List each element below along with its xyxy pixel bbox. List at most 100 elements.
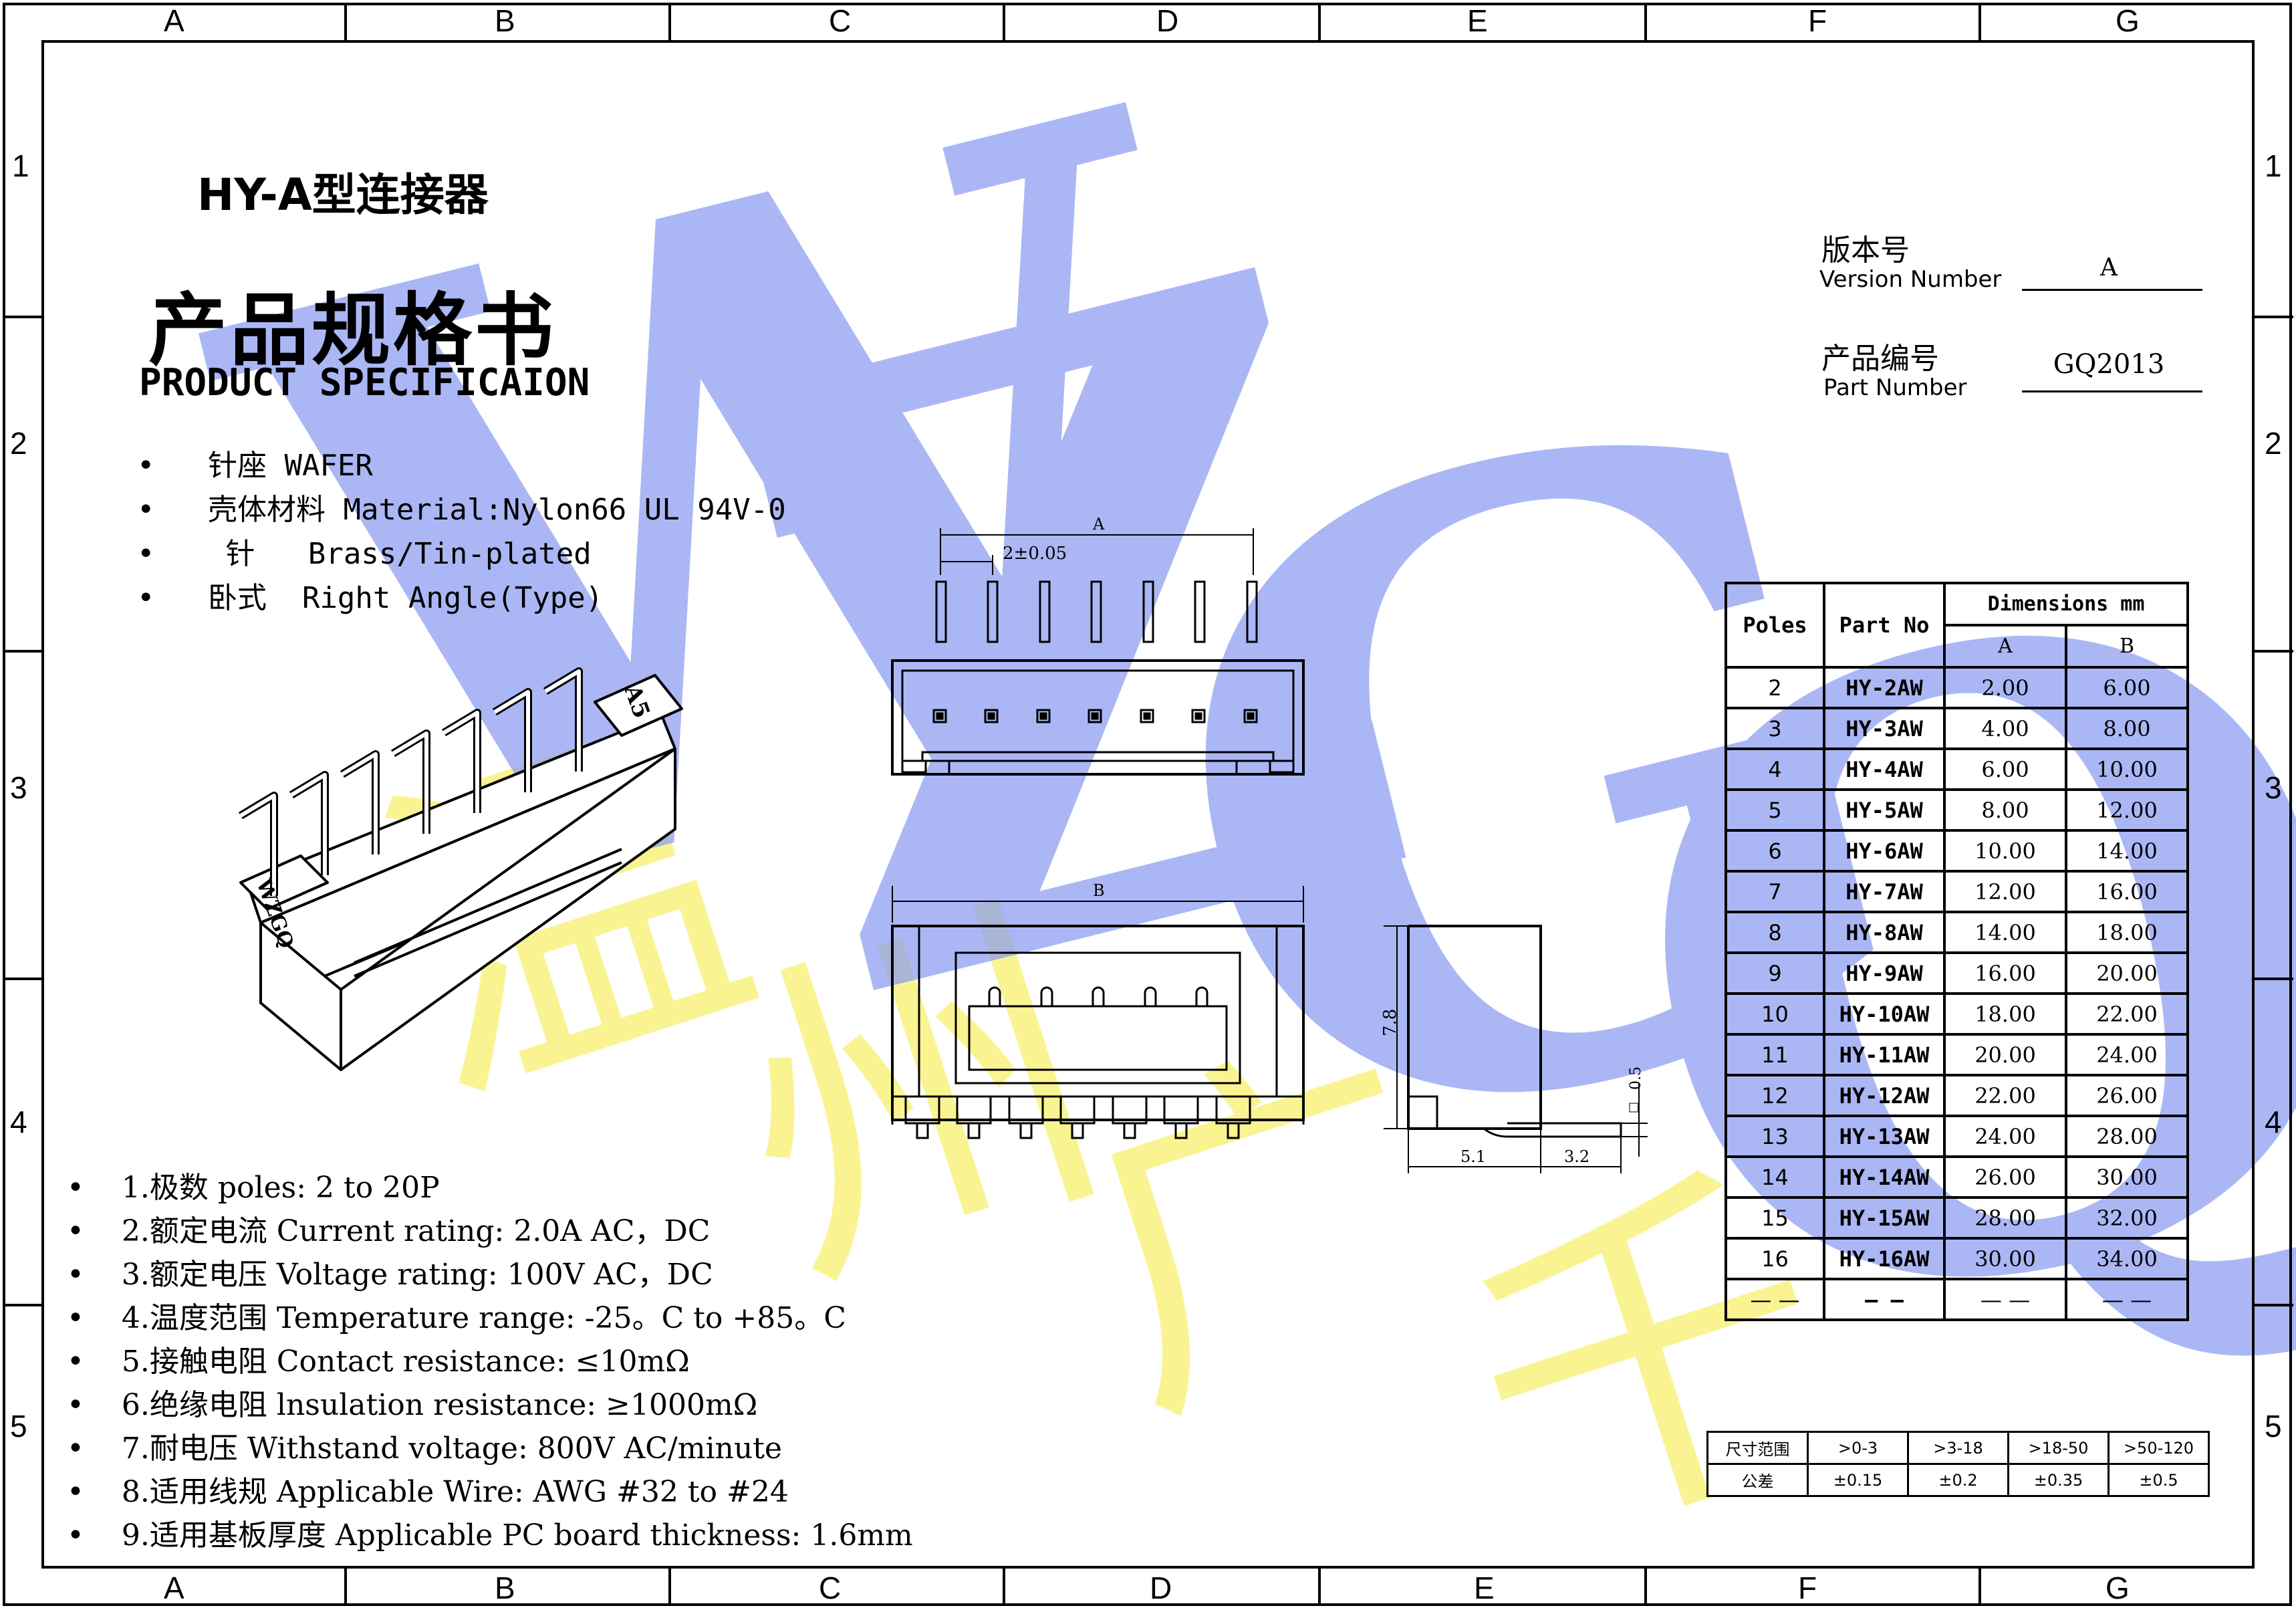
dim-pin-label: 0.5 bbox=[1628, 1066, 1644, 1090]
table-row: 尺寸范围 >0-3 >3-18 >18-50 >50-120 bbox=[1706, 1431, 2210, 1465]
part-label-en: Part Number bbox=[1823, 374, 1967, 401]
cell-poles: — — bbox=[1725, 1278, 1825, 1321]
col-sep bbox=[668, 1566, 671, 1606]
cell-poles: 7 bbox=[1725, 870, 1825, 913]
front-view-drawing: A 2±0.05 bbox=[891, 515, 1305, 776]
bullet-icon: • bbox=[67, 1475, 122, 1509]
version-label-cn: 版本号 bbox=[1821, 233, 1910, 267]
feature-3: • 针 Brass/Tin-plated bbox=[137, 530, 592, 572]
cell-poles: 5 bbox=[1725, 788, 1825, 832]
cell-poles: 6 bbox=[1725, 829, 1825, 873]
bullet-icon: • bbox=[67, 1258, 122, 1292]
zone-row-3: 3 bbox=[10, 770, 27, 805]
zone-row-5: 5 bbox=[2265, 1409, 2282, 1444]
bullet-icon: • bbox=[137, 493, 208, 527]
tol-range-label: 尺寸范围 bbox=[1706, 1431, 1809, 1465]
cell-dim-b: 24.00 bbox=[2065, 1033, 2189, 1076]
dim-pitch-label: 2±0.05 bbox=[1003, 544, 1067, 564]
zone-col-e: E bbox=[1474, 1571, 1495, 1605]
part-underline bbox=[2022, 390, 2202, 392]
version-value: A bbox=[2100, 254, 2118, 281]
feature-4: • 卧式 Right Angle(Type) bbox=[137, 574, 603, 616]
header-b: B bbox=[2065, 624, 2189, 669]
table-row: — —— —— —— — bbox=[1725, 1278, 2189, 1321]
col-sep bbox=[1003, 1566, 1005, 1606]
bullet-icon: • bbox=[67, 1388, 122, 1422]
cell-dim-b: 18.00 bbox=[2065, 911, 2189, 954]
col-sep bbox=[1644, 1566, 1647, 1606]
cell-part-no: HY-9AW bbox=[1823, 951, 1946, 995]
cell-part-no: HY-6AW bbox=[1823, 829, 1946, 873]
dim-tail-label: 3.2 bbox=[1564, 1147, 1589, 1166]
col-sep bbox=[1644, 3, 1647, 43]
cell-dim-a: 8.00 bbox=[1943, 788, 2067, 832]
cell-part-no: HY-10AW bbox=[1823, 992, 1946, 1036]
cell-dim-b: 8.00 bbox=[2065, 707, 2189, 750]
cell-dim-b: 10.00 bbox=[2065, 748, 2189, 791]
dim-pin-square-label: □ bbox=[1626, 1102, 1640, 1113]
cell-dim-b: 22.00 bbox=[2065, 992, 2189, 1036]
part-value: GQ2013 bbox=[2053, 349, 2165, 380]
zone-col-f: F bbox=[1808, 3, 1827, 38]
row-sep bbox=[2253, 978, 2293, 980]
cell-poles: 10 bbox=[1725, 992, 1825, 1036]
cell-poles: 9 bbox=[1725, 951, 1825, 995]
cell-dim-b: 16.00 bbox=[2065, 870, 2189, 913]
cell-dim-a: 24.00 bbox=[1943, 1115, 2067, 1158]
cell-poles: 3 bbox=[1725, 707, 1825, 750]
row-sep bbox=[2253, 316, 2293, 318]
row-sep bbox=[2253, 1304, 2293, 1306]
cell-dim-b: — — bbox=[2065, 1278, 2189, 1321]
header-part-no: Part No bbox=[1823, 582, 1946, 669]
cell-part-no: HY-11AW bbox=[1823, 1033, 1946, 1076]
cell-dim-a: 30.00 bbox=[1943, 1237, 2067, 1280]
cell-part-no: HY-16AW bbox=[1823, 1237, 1946, 1280]
drawing-frame-outer bbox=[3, 3, 2292, 1606]
bullet-icon: • bbox=[67, 1345, 122, 1379]
bottom-view-drawing: B bbox=[891, 881, 1305, 1139]
cell-dim-b: 26.00 bbox=[2065, 1074, 2189, 1117]
feature-text: 针座 WAFER bbox=[207, 449, 373, 483]
cell-dim-a: 2.00 bbox=[1943, 666, 2067, 709]
col-sep bbox=[344, 3, 347, 43]
tol-value-label: 公差 bbox=[1706, 1463, 1809, 1497]
row-sep bbox=[3, 650, 43, 653]
tol-value-2: ±0.2 bbox=[1907, 1463, 2009, 1497]
dim-height-label: 7.8 bbox=[1380, 1009, 1400, 1036]
cell-part-no: HY-13AW bbox=[1823, 1115, 1946, 1158]
cell-part-no: HY-14AW bbox=[1823, 1155, 1946, 1199]
series-title: HY-A型连接器 bbox=[197, 169, 489, 221]
row-sep bbox=[2253, 650, 2293, 653]
cell-dim-b: 20.00 bbox=[2065, 951, 2189, 995]
doc-title-en: PRODUCT SPECIFICAION bbox=[139, 361, 590, 405]
cell-part-no: HY-7AW bbox=[1823, 870, 1946, 913]
cell-dim-a: 12.00 bbox=[1943, 870, 2067, 913]
zone-row-1: 1 bbox=[12, 148, 29, 183]
zone-row-1: 1 bbox=[2265, 148, 2282, 183]
zone-row-5: 5 bbox=[10, 1409, 27, 1444]
cell-part-no: HY-2AW bbox=[1823, 666, 1946, 709]
tol-range-2: >3-18 bbox=[1907, 1431, 2009, 1465]
zone-col-d: D bbox=[1150, 1571, 1172, 1605]
cell-poles: 14 bbox=[1725, 1155, 1825, 1199]
version-label-en: Version Number bbox=[1819, 266, 2002, 293]
bullet-icon: • bbox=[67, 1301, 122, 1335]
cell-dim-a: 10.00 bbox=[1943, 829, 2067, 873]
row-sep bbox=[3, 1304, 43, 1306]
header-poles: Poles bbox=[1725, 582, 1825, 669]
cell-part-no: — — bbox=[1823, 1278, 1946, 1321]
cell-part-no: HY-8AW bbox=[1823, 911, 1946, 954]
feature-1: • 针座 WAFER bbox=[137, 441, 373, 484]
cell-dim-a: 16.00 bbox=[1943, 951, 2067, 995]
